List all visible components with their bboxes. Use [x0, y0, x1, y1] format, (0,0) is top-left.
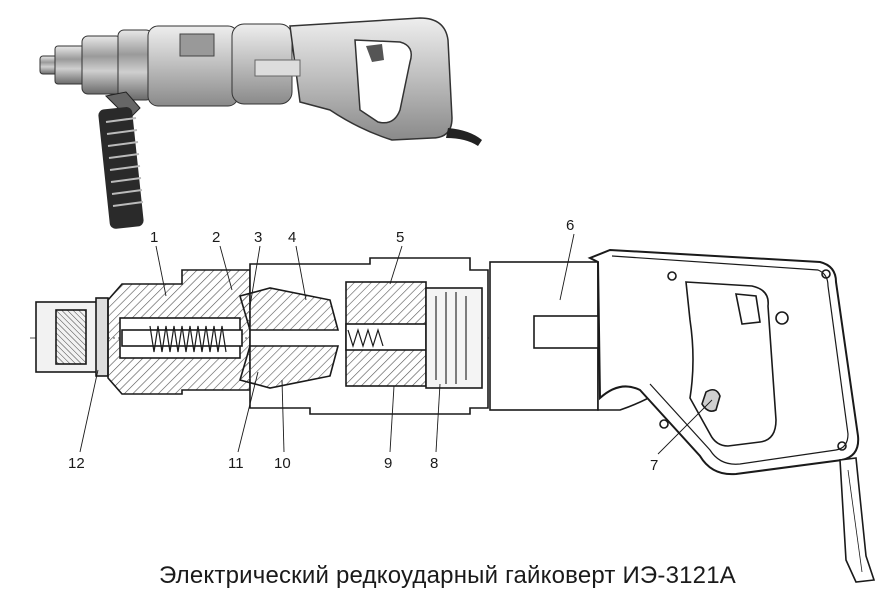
- callout-3: 3: [254, 229, 262, 246]
- figure-caption: Электрический редкоударный гайковерт ИЭ-…: [159, 562, 736, 589]
- callout-1: 1: [150, 229, 158, 246]
- callout-11: 11: [228, 455, 244, 472]
- callout-9: 9: [384, 455, 392, 472]
- tool-photo: [39, 17, 482, 229]
- callout-2: 2: [212, 229, 220, 246]
- sectional-drawing: [30, 248, 876, 583]
- callout-8: 8: [430, 455, 438, 472]
- callout-10: 10: [274, 455, 291, 472]
- callouts: 1 2 3 4 5 6 7 8 9 10 11 12: [68, 217, 713, 474]
- callout-12: 12: [68, 455, 85, 472]
- callout-6: 6: [566, 217, 574, 234]
- callout-5: 5: [396, 229, 404, 246]
- callout-7: 7: [650, 457, 658, 474]
- callout-4: 4: [288, 229, 296, 246]
